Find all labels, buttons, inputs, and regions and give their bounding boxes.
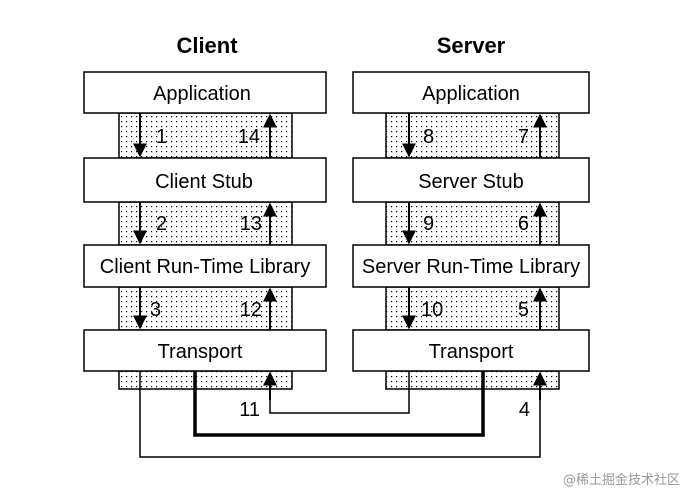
client-step-3: 3 <box>150 299 161 321</box>
network-link <box>193 371 485 437</box>
client-stub-label: Client Stub <box>155 171 253 193</box>
client-runtime-label: Client Run-Time Library <box>100 256 310 278</box>
client-band-3 <box>118 286 293 331</box>
client-step-11: 11 <box>239 399 260 421</box>
client-application-box <box>83 71 327 114</box>
client-band-1 <box>118 112 293 159</box>
watermark-text: @稀土掘金技术社区 <box>562 473 680 488</box>
server-runtime-label: Server Run-Time Library <box>362 256 580 278</box>
server-step-4: 4 <box>519 399 530 421</box>
server-runtime-box <box>352 244 590 288</box>
client-step-12: 12 <box>240 299 262 321</box>
server-transport-label: Transport <box>429 341 514 363</box>
client-band-2 <box>118 201 293 246</box>
client-stub-box <box>83 157 327 203</box>
server-header: Server <box>437 33 506 58</box>
server-band-2 <box>385 201 560 246</box>
server-step-5: 5 <box>518 299 529 321</box>
client-transport-box <box>83 329 327 372</box>
client-step-13: 13 <box>240 213 262 235</box>
client-band-4 <box>118 370 293 390</box>
client-header: Client <box>176 33 238 58</box>
server-application-label: Application <box>422 83 520 105</box>
client-step-1: 1 <box>156 126 167 148</box>
server-band-4 <box>385 370 560 390</box>
server-stub-box <box>352 157 590 203</box>
reply-wire <box>269 371 410 414</box>
client-step-2: 2 <box>156 213 167 235</box>
server-step-6: 6 <box>518 213 529 235</box>
server-band-1 <box>385 112 560 159</box>
server-application-box <box>352 71 590 114</box>
request-wire <box>139 371 541 458</box>
server-step-10: 10 <box>421 299 443 321</box>
client-transport-label: Transport <box>158 341 243 363</box>
server-step-8: 8 <box>423 126 434 148</box>
server-band-3 <box>385 286 560 331</box>
server-stub-label: Server Stub <box>418 171 524 193</box>
client-runtime-box <box>83 244 327 288</box>
server-transport-box <box>352 329 590 372</box>
server-step-7: 7 <box>518 126 529 148</box>
client-application-label: Application <box>153 83 251 105</box>
client-step-14: 14 <box>238 126 260 148</box>
server-step-9: 9 <box>423 213 434 235</box>
